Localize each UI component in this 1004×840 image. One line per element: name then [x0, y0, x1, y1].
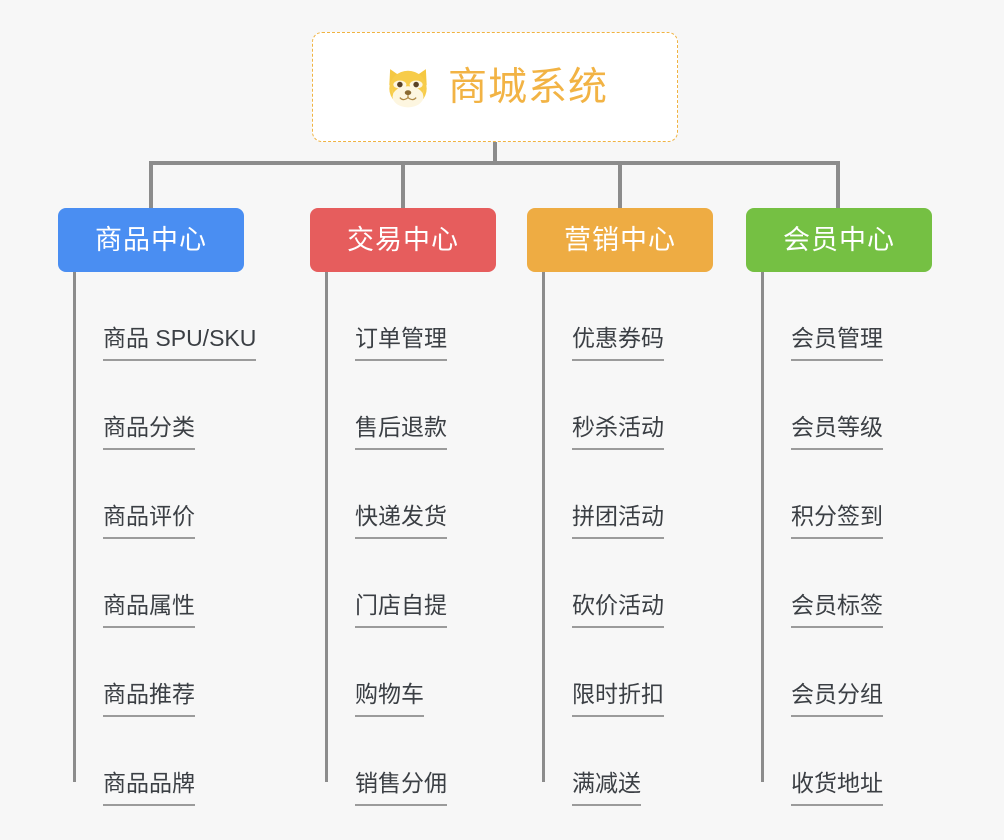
list-item[interactable]: 销售分佣	[325, 717, 585, 806]
list-item[interactable]: 购物车	[325, 628, 585, 717]
category-box-trade-center[interactable]: 交易中心	[310, 208, 496, 272]
list-item[interactable]: 满减送	[542, 717, 802, 806]
category-box-marketing-center[interactable]: 营销中心	[527, 208, 713, 272]
branch-spine	[73, 272, 76, 782]
branch-marketing-center: 营销中心 优惠券码 秒杀活动 拼团活动 砍价活动 限时折扣 满减送	[527, 208, 713, 806]
branch-spine	[761, 272, 764, 782]
list-item[interactable]: 积分签到	[761, 450, 1004, 539]
list-item[interactable]: 砍价活动	[542, 539, 802, 628]
category-label: 会员中心	[783, 224, 895, 255]
list-item[interactable]: 拼团活动	[542, 450, 802, 539]
category-box-product-center[interactable]: 商品中心	[58, 208, 244, 272]
root-title: 商城系统	[447, 65, 608, 109]
category-label: 商品中心	[95, 224, 207, 255]
connector-drop-2	[401, 161, 405, 210]
item-label: 会员分组	[791, 681, 883, 717]
list-item[interactable]: 商品推荐	[73, 628, 333, 717]
item-label: 商品 SPU/SKU	[103, 325, 257, 361]
item-label: 积分签到	[791, 503, 883, 539]
category-box-member-center[interactable]: 会员中心	[746, 208, 932, 272]
branch-item-list: 订单管理 售后退款 快递发货 门店自提 购物车 销售分佣	[325, 272, 585, 806]
item-label: 砍价活动	[572, 592, 664, 628]
list-item[interactable]: 商品分类	[73, 361, 333, 450]
connector-root-stem	[493, 142, 497, 164]
item-label: 商品分类	[103, 414, 195, 450]
item-label: 商品评价	[103, 503, 195, 539]
list-item[interactable]: 限时折扣	[542, 628, 802, 717]
list-item[interactable]: 优惠券码	[542, 272, 802, 361]
list-item[interactable]: 会员管理	[761, 272, 1004, 361]
item-label: 商品推荐	[103, 681, 195, 717]
item-label: 订单管理	[355, 325, 447, 361]
item-label: 购物车	[355, 681, 424, 717]
category-label: 交易中心	[347, 224, 459, 255]
item-label: 售后退款	[355, 414, 447, 450]
connector-drop-3	[618, 161, 622, 210]
list-item[interactable]: 订单管理	[325, 272, 585, 361]
list-item[interactable]: 商品评价	[73, 450, 333, 539]
list-item[interactable]: 会员分组	[761, 628, 1004, 717]
item-label: 拼团活动	[572, 503, 664, 539]
item-label: 会员等级	[791, 414, 883, 450]
connector-horizontal-bus	[149, 161, 839, 165]
connector-drop-4	[836, 161, 840, 210]
item-label: 会员标签	[791, 592, 883, 628]
item-label: 商品属性	[103, 592, 195, 628]
item-label: 门店自提	[355, 592, 447, 628]
shiba-dog-icon	[389, 69, 427, 108]
branch-spine	[325, 272, 328, 782]
branch-trade-center: 交易中心 订单管理 售后退款 快递发货 门店自提 购物车 销售分佣	[310, 208, 496, 806]
connector-drop-1	[149, 161, 153, 210]
list-item[interactable]: 收货地址	[761, 717, 1004, 806]
item-label: 会员管理	[791, 325, 883, 361]
list-item[interactable]: 商品 SPU/SKU	[73, 272, 333, 361]
branch-item-list: 优惠券码 秒杀活动 拼团活动 砍价活动 限时折扣 满减送	[542, 272, 802, 806]
branch-item-list: 会员管理 会员等级 积分签到 会员标签 会员分组 收货地址	[761, 272, 1004, 806]
list-item[interactable]: 售后退款	[325, 361, 585, 450]
item-label: 满减送	[572, 770, 641, 806]
list-item[interactable]: 门店自提	[325, 539, 585, 628]
list-item[interactable]: 商品品牌	[73, 717, 333, 806]
list-item[interactable]: 快递发货	[325, 450, 585, 539]
list-item[interactable]: 商品属性	[73, 539, 333, 628]
root-node[interactable]: 商城系统	[312, 32, 678, 142]
item-label: 秒杀活动	[572, 414, 664, 450]
item-label: 商品品牌	[103, 770, 195, 806]
item-label: 限时折扣	[572, 681, 664, 717]
branch-member-center: 会员中心 会员管理 会员等级 积分签到 会员标签 会员分组 收货地址	[746, 208, 932, 806]
list-item[interactable]: 会员等级	[761, 361, 1004, 450]
category-label: 营销中心	[564, 224, 676, 255]
item-label: 优惠券码	[572, 325, 664, 361]
branch-item-list: 商品 SPU/SKU 商品分类 商品评价 商品属性 商品推荐 商品品牌	[73, 272, 333, 806]
item-label: 收货地址	[791, 770, 883, 806]
branch-product-center: 商品中心 商品 SPU/SKU 商品分类 商品评价 商品属性 商品推荐 商品品牌	[58, 208, 257, 806]
item-label: 快递发货	[355, 503, 447, 539]
list-item[interactable]: 会员标签	[761, 539, 1004, 628]
branch-spine	[542, 272, 545, 782]
item-label: 销售分佣	[355, 770, 447, 806]
list-item[interactable]: 秒杀活动	[542, 361, 802, 450]
